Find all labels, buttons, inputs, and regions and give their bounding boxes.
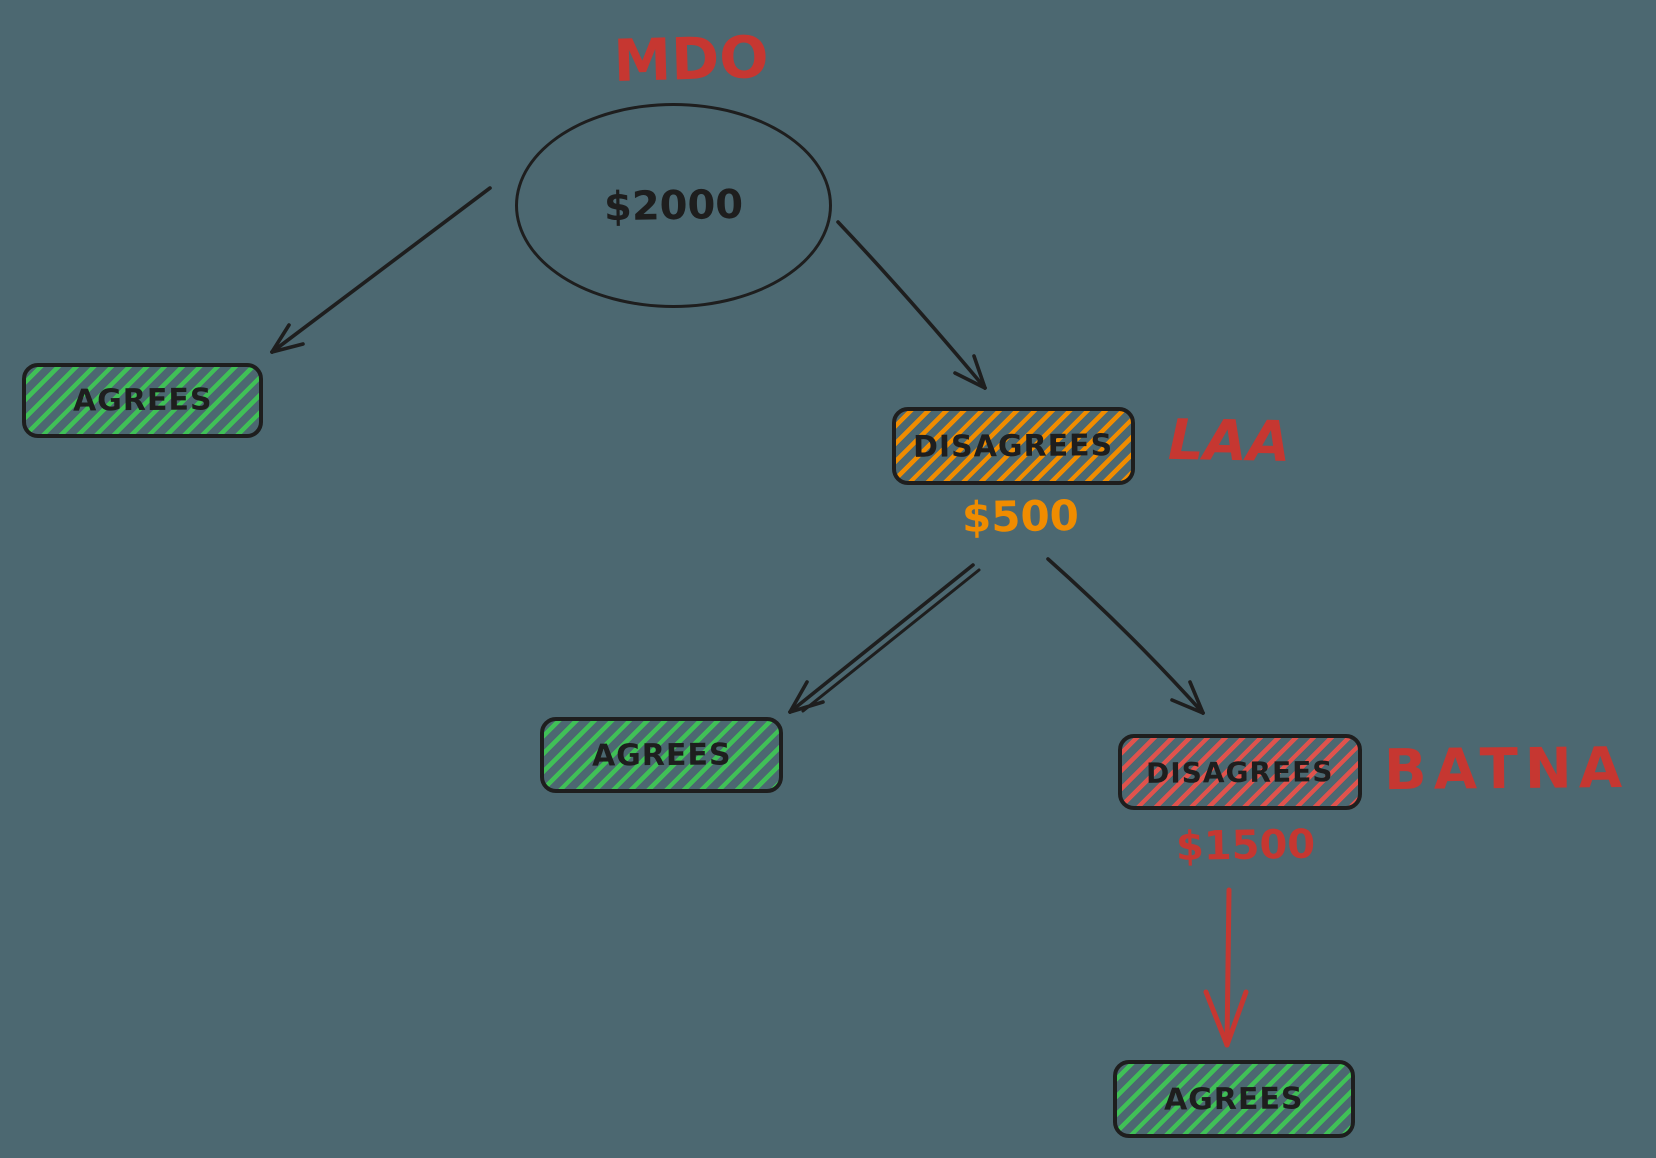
root-offer-ellipse: $2000 xyxy=(515,103,832,308)
disagree-node-batna: DISAGREES xyxy=(1118,734,1362,810)
disagree-node-laa-label: DISAGREES xyxy=(913,427,1114,465)
disagree-node-laa: DISAGREES xyxy=(892,407,1135,485)
edge-root-to-disagree xyxy=(836,220,987,390)
batna-counter-offer: $1500 xyxy=(1175,821,1316,870)
edge-batna-to-agree xyxy=(1203,887,1249,1048)
laa-counter-offer: $500 xyxy=(961,490,1080,542)
root-offer-value: $2000 xyxy=(603,181,744,230)
laa-annotation: LAA xyxy=(1167,407,1291,476)
edge-laa-to-disagree xyxy=(1046,557,1205,715)
agree-node-root: AGREES xyxy=(22,363,263,438)
agree-node-root-label: AGREES xyxy=(72,382,213,419)
edge-root-to-agree xyxy=(270,186,492,354)
mdo-annotation: MDO xyxy=(612,22,770,96)
batna-annotation: BATNA xyxy=(1383,735,1630,804)
agree-node-laa-label: AGREES xyxy=(591,736,732,774)
agree-node-laa: AGREES xyxy=(540,717,783,793)
agree-node-batna: AGREES xyxy=(1113,1060,1355,1138)
disagree-node-batna-label: DISAGREES xyxy=(1146,754,1334,790)
edge-laa-to-agree xyxy=(788,563,981,714)
agree-node-batna-label: AGREES xyxy=(1164,1080,1304,1118)
